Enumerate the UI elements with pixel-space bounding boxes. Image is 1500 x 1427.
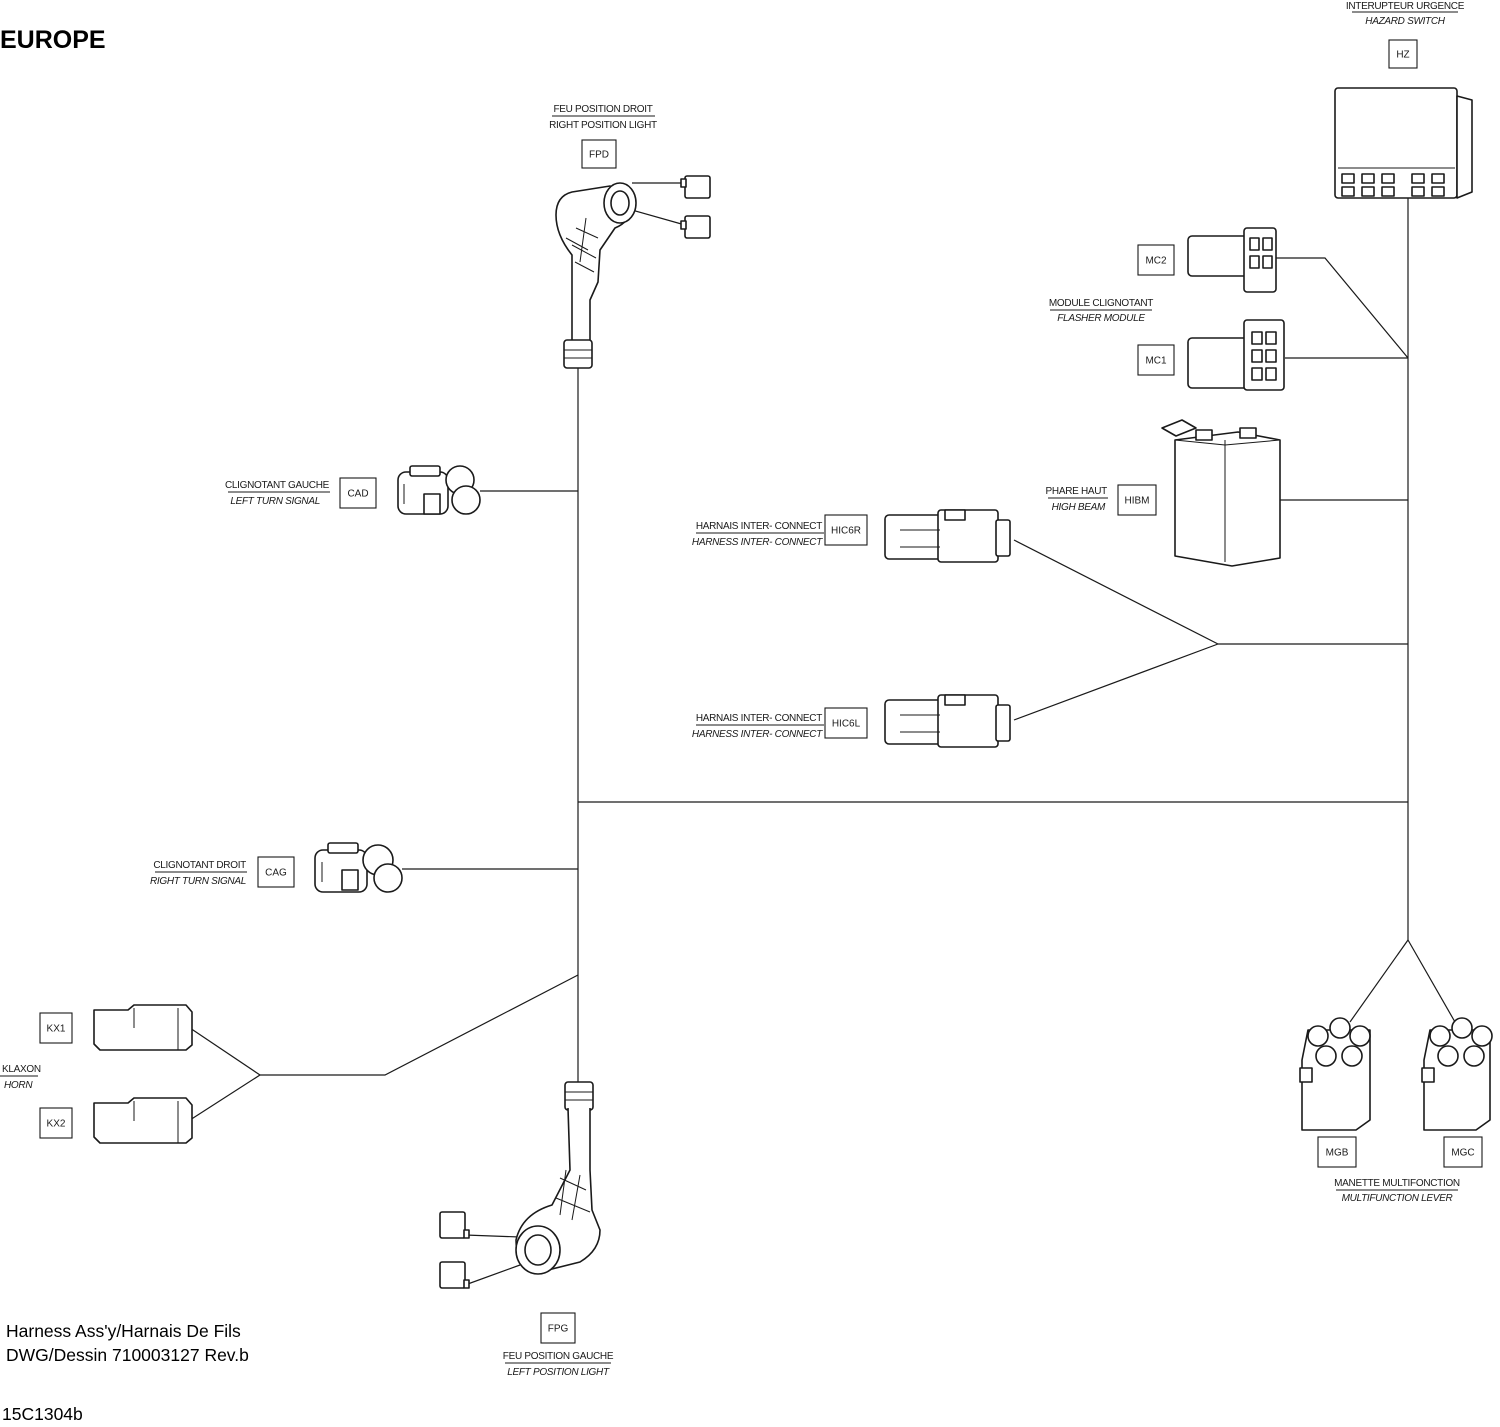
label-hic6r-en: HARNESS INTER- CONNECT xyxy=(692,537,823,548)
footer-harness-title: Harness Ass'y/Harnais De Fils xyxy=(6,1321,241,1341)
code-box-hz: HZ xyxy=(1388,39,1418,69)
left-turn-signal-connector xyxy=(397,465,481,515)
label-hic6l-en: HARNESS INTER- CONNECT xyxy=(692,729,823,740)
label-cad: CLIGNOTANT GAUCHE LEFT TURN SIGNAL xyxy=(225,480,330,507)
code-cag: CAG xyxy=(265,868,287,879)
code-mgb: MGB xyxy=(1326,1148,1349,1159)
code-hz: HZ xyxy=(1396,50,1409,61)
label-fpg-fr: FEU POSITION GAUCHE xyxy=(503,1351,614,1362)
label-hz-fr: INTERUPTEUR URGENCE xyxy=(1346,1,1465,12)
code-box-mc1: MC1 xyxy=(1137,344,1175,376)
label-hibm-fr: PHARE HAUT xyxy=(1046,486,1108,497)
label-lever: MANETTE MULTIFONCTION MULTIFUNCTION LEVE… xyxy=(1334,1178,1460,1204)
hazard-switch-connector xyxy=(1334,87,1473,199)
code-box-fpd: FPD xyxy=(581,139,617,169)
label-cag-fr: CLIGNOTANT DROIT xyxy=(153,860,246,871)
code-box-kx2: KX2 xyxy=(39,1107,73,1139)
label-cad-fr: CLIGNOTANT GAUCHE xyxy=(225,480,330,491)
wires xyxy=(189,182,1456,1286)
region-title: EUROPE xyxy=(0,26,106,54)
code-box-mgc: MGC xyxy=(1443,1136,1483,1168)
code-hibm: HIBM xyxy=(1125,496,1150,507)
label-fpd-en: RIGHT POSITION LIGHT xyxy=(549,120,657,131)
label-horn-en: HORN xyxy=(4,1080,33,1091)
label-flasher-en: FLASHER MODULE xyxy=(1057,313,1145,324)
flasher-connector-mc1 xyxy=(1187,319,1285,391)
high-beam-relay xyxy=(1161,419,1281,567)
multifunction-connector-mgc xyxy=(1421,1017,1493,1131)
label-cag-en: RIGHT TURN SIGNAL xyxy=(150,876,246,887)
label-fpg: FEU POSITION GAUCHE LEFT POSITION LIGHT xyxy=(503,1351,614,1378)
label-horn: KLAXON HORN xyxy=(0,1064,41,1091)
code-cad: CAD xyxy=(347,489,368,500)
right-position-light-fpd xyxy=(555,175,711,369)
flasher-connector-mc2 xyxy=(1187,227,1277,293)
code-box-cad: CAD xyxy=(339,477,377,509)
code-hic6r: HIC6R xyxy=(831,526,861,537)
label-hz-en: HAZARD SWITCH xyxy=(1365,16,1446,27)
label-hic6r-fr: HARNAIS INTER- CONNECT xyxy=(696,521,822,532)
label-fpd-fr: FEU POSITION DROIT xyxy=(553,104,652,115)
label-hz: INTERUPTEUR URGENCE HAZARD SWITCH xyxy=(1346,1,1465,27)
label-hic6l-fr: HARNAIS INTER- CONNECT xyxy=(696,713,822,724)
code-fpg: FPG xyxy=(548,1324,569,1335)
code-box-mc2: MC2 xyxy=(1137,244,1175,276)
code-mgc: MGC xyxy=(1451,1148,1474,1159)
label-cad-en: LEFT TURN SIGNAL xyxy=(230,496,320,507)
label-lever-en: MULTIFUNCTION LEVER xyxy=(1342,1193,1453,1204)
label-flasher: MODULE CLIGNOTANT FLASHER MODULE xyxy=(1049,298,1154,324)
interconnect-connector-hic6r xyxy=(884,509,1011,563)
code-kx2: KX2 xyxy=(47,1119,66,1130)
code-kx1: KX1 xyxy=(47,1024,66,1035)
code-box-hic6r: HIC6R xyxy=(824,514,868,546)
code-fpd: FPD xyxy=(589,150,609,161)
code-mc2: MC2 xyxy=(1145,256,1167,267)
label-lever-fr: MANETTE MULTIFONCTION xyxy=(1334,1178,1460,1189)
label-hibm-en: HIGH BEAM xyxy=(1052,502,1106,513)
footer-drawing-number: DWG/Dessin 710003127 Rev.b xyxy=(6,1345,249,1365)
label-horn-fr: KLAXON xyxy=(2,1064,41,1075)
code-box-kx1: KX1 xyxy=(39,1012,73,1044)
code-mc1: MC1 xyxy=(1145,356,1167,367)
footer-ref-code: 15C1304b xyxy=(2,1404,83,1424)
code-hic6l: HIC6L xyxy=(832,719,861,730)
label-hic6l: HARNAIS INTER- CONNECT HARNESS INTER- CO… xyxy=(692,713,824,740)
left-position-light-fpg xyxy=(439,1081,601,1289)
code-box-fpg: FPG xyxy=(540,1312,576,1344)
label-hic6r: HARNAIS INTER- CONNECT HARNESS INTER- CO… xyxy=(692,521,824,548)
label-fpg-en: LEFT POSITION LIGHT xyxy=(507,1367,610,1378)
code-box-hic6l: HIC6L xyxy=(824,707,868,739)
horn-connector-kx1 xyxy=(93,1004,193,1051)
label-cag: CLIGNOTANT DROIT RIGHT TURN SIGNAL xyxy=(150,860,247,887)
label-flasher-fr: MODULE CLIGNOTANT xyxy=(1049,298,1153,309)
label-hibm: PHARE HAUT HIGH BEAM xyxy=(1046,486,1108,513)
label-fpd: FEU POSITION DROIT RIGHT POSITION LIGHT xyxy=(549,104,657,131)
right-turn-signal-connector xyxy=(314,842,403,893)
horn-connector-kx2 xyxy=(93,1097,193,1144)
interconnect-connector-hic6l xyxy=(884,694,1011,748)
multifunction-connector-mgb xyxy=(1299,1017,1371,1131)
code-box-hibm: HIBM xyxy=(1117,484,1157,516)
code-box-cag: CAG xyxy=(257,856,295,888)
code-box-mgb: MGB xyxy=(1317,1136,1357,1168)
